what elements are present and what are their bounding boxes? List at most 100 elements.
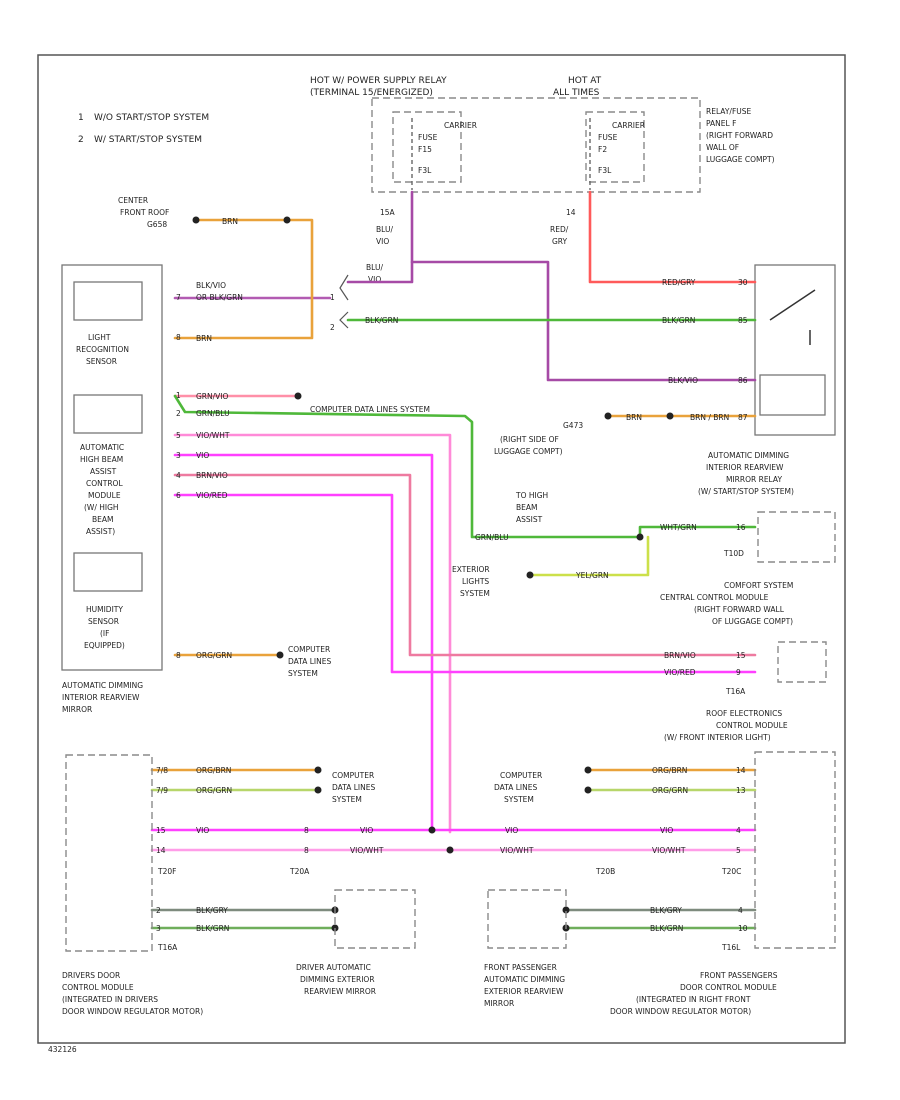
tag-blk-vio-l2: OR BLK/GRN	[196, 293, 243, 302]
pin-c3: 9	[736, 668, 741, 677]
cdl-3-3: SYSTEM	[332, 795, 362, 804]
pin-l9: 2	[176, 409, 181, 418]
wire-tags: RED/GRY BLK/GRN BLK/GRN BLK/VIO BRN BRN …	[196, 217, 729, 933]
comfort-2: CENTRAL CONTROL MODULE	[660, 593, 769, 602]
pin-c1: 16	[736, 523, 746, 532]
tag-blk-grn-a: BLK/GRN	[662, 316, 695, 325]
tag-blk-vio-l1: BLK/VIO	[196, 281, 226, 290]
driver-door-box	[65, 754, 153, 952]
tag-vio-wht: VIO/WHT	[196, 431, 230, 440]
lm-7: CONTROL	[86, 479, 123, 488]
mirror-cap-2: INTERIOR REARVIEW	[62, 693, 140, 702]
wire-violet-relay	[410, 190, 757, 382]
tag-blk-grn-2: BLK/GRN	[650, 924, 683, 933]
tag-blk-grn-1: BLK/GRN	[196, 924, 229, 933]
pin-l6: 4	[176, 471, 181, 480]
dot-vio-wht-splice	[446, 846, 454, 854]
pin-f3: 4	[738, 906, 743, 915]
pin-e2: 13	[736, 786, 746, 795]
fuse-1-label: FUSE	[418, 133, 438, 142]
tag-red-gry: RED/GRY	[662, 278, 696, 287]
note-1-num: 1	[78, 113, 84, 123]
cdl-3-2: DATA LINES	[332, 783, 375, 792]
wire-blu-vio2-2: VIO	[368, 275, 381, 284]
pass-door-3: (INTEGRATED IN RIGHT FRONT	[636, 995, 751, 1004]
driver-door-1: DRIVERS DOOR	[62, 971, 120, 980]
pin-d4: 14	[156, 846, 166, 855]
g473-2: (RIGHT SIDE OF	[500, 435, 559, 444]
relay-panel-2: PANEL F	[706, 119, 736, 128]
splice-2: 2	[330, 323, 335, 332]
driver-mirror-2: DIMMING EXTERIOR	[300, 975, 375, 984]
pin-d5: 8	[304, 826, 309, 835]
hot-relay-label-2: (TERMINAL 15/ENERGIZED)	[310, 88, 433, 98]
mirror-cap-1: AUTOMATIC DIMMING	[62, 681, 143, 690]
tag-org-brn-1: ORG/BRN	[196, 766, 231, 775]
wire-15a: 15A	[380, 208, 396, 217]
dot-pm-1	[562, 906, 570, 914]
lm-14: (IF	[100, 629, 109, 638]
tag-brn-l: BRN	[196, 334, 212, 343]
notes-legend: 1 W/O START/STOP SYSTEM 2 W/ START/STOP …	[78, 113, 209, 145]
pass-door-4: DOOR WINDOW REGULATOR MOTOR)	[610, 1007, 751, 1016]
pin-numbers: 7 8 1 5 3 4 6 8 2 30 85 86 87 16 15 9 7/…	[156, 278, 748, 933]
fuse-1-carrier: CARRIER	[444, 121, 477, 130]
tag-org-brn-2: ORG/BRN	[652, 766, 687, 775]
relay-panel-1: RELAY/FUSE	[706, 107, 752, 116]
tag-brn-vio-r: BRN/VIO	[664, 651, 696, 660]
wire-blu-vio2-1: BLU/	[366, 263, 383, 272]
fuse-panel-box	[371, 97, 701, 193]
center-roof-1: CENTER	[118, 196, 148, 205]
tag-vio-wht-4: VIO/WHT	[652, 846, 686, 855]
ext-3: SYSTEM	[460, 589, 490, 598]
tag-vio-wht-2: VIO/WHT	[350, 846, 384, 855]
dimming-relay-2: INTERIOR REARVIEW	[706, 463, 784, 472]
pin-l3: 1	[176, 391, 181, 400]
pin-l1: 7	[176, 293, 181, 302]
dot-ext	[526, 571, 534, 579]
conn-t16l: T16L	[721, 943, 741, 952]
tag-vio-5: VIO	[660, 826, 673, 835]
pin-d1: 7/8	[156, 766, 168, 775]
left-module-box	[61, 264, 163, 671]
humidity-box	[73, 552, 143, 592]
conn-t10d: T10D	[723, 549, 744, 558]
roof-elec-1: ROOF ELECTRONICS	[706, 709, 782, 718]
tag-brn-top: BRN	[222, 217, 238, 226]
tag-blk-gry-1: BLK/GRY	[196, 906, 228, 915]
conn-t20b: T20B	[595, 867, 615, 876]
conn-t20a: T20A	[289, 867, 310, 876]
tag-brn2: BRN / BRN	[690, 413, 729, 422]
dot-hb	[636, 533, 644, 541]
tag-org-grn-2: ORG/GRN	[652, 786, 688, 795]
dot-cdl-4b	[584, 786, 592, 794]
driver-mirror-3: REARVIEW MIRROR	[304, 987, 376, 996]
dot-grn-vio	[294, 392, 302, 400]
tag-grn-blu-2: GRN/BLU	[475, 533, 509, 542]
ext-1: EXTERIOR	[452, 565, 490, 574]
pin-f4: 10	[738, 924, 748, 933]
pass-mirror-box	[487, 889, 567, 949]
center-roof-2: FRONT ROOF	[120, 208, 169, 217]
fuse-2-carrier: CARRIER	[612, 121, 645, 130]
cdl-2-3: SYSTEM	[288, 669, 318, 678]
mirror-cap-3: MIRROR	[62, 705, 92, 714]
wire-vio-red	[173, 493, 757, 674]
pin-r4: 87	[738, 413, 748, 422]
tag-vio-4: VIO	[505, 826, 518, 835]
lm-11: ASSIST)	[86, 527, 115, 536]
wire-red-gry-2: GRY	[552, 237, 568, 246]
cdl-4-2: DATA LINES	[494, 783, 537, 792]
tag-wht-grn: WHT/GRN	[660, 523, 697, 532]
diagram-id: 432126	[48, 1045, 77, 1054]
tag-brn1: BRN	[626, 413, 642, 422]
dimming-relay-1: AUTOMATIC DIMMING	[708, 451, 789, 460]
fuse-1-f3l: F3L	[418, 166, 432, 175]
hot-at-all-1: HOT AT	[568, 76, 602, 86]
lm-13: SENSOR	[88, 617, 119, 626]
dimming-relay-3: MIRROR RELAY	[726, 475, 782, 484]
conn-t20f: T20F	[157, 867, 176, 876]
g473-3: LUGGAGE COMPT)	[494, 447, 563, 456]
tag-vio-2: VIO	[196, 826, 209, 835]
wire-vio	[173, 453, 434, 832]
